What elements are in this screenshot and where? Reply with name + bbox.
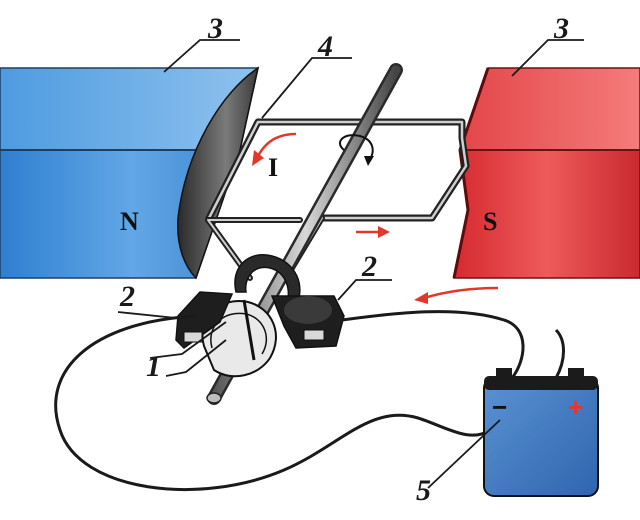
label-brush-left: 2 (119, 280, 135, 313)
battery-negative-terminal: − (492, 392, 507, 422)
north-pole-label: N (120, 207, 139, 236)
label-battery: 5 (416, 474, 431, 507)
label-brush-right: 2 (361, 250, 377, 283)
battery-positive-terminal: + (568, 392, 583, 422)
brush-holder (175, 291, 345, 349)
magnet-north: N (0, 66, 260, 280)
south-pole-label: S (483, 207, 497, 236)
rotation-arrow (339, 134, 374, 163)
wire-frame (204, 118, 470, 281)
leader-lines (117, 39, 584, 489)
magnet-south: S (452, 67, 640, 279)
label-magnet-left: 3 (207, 12, 223, 45)
label-magnet-right: 3 (553, 12, 569, 45)
circuit-wires (54, 310, 565, 492)
current-arrows (252, 132, 499, 304)
rotation-arrow-head (364, 156, 374, 166)
battery: − + (483, 368, 599, 497)
current-symbol: I (268, 153, 278, 182)
label-commutator: 1 (146, 350, 161, 383)
label-frame: 4 (317, 30, 333, 63)
